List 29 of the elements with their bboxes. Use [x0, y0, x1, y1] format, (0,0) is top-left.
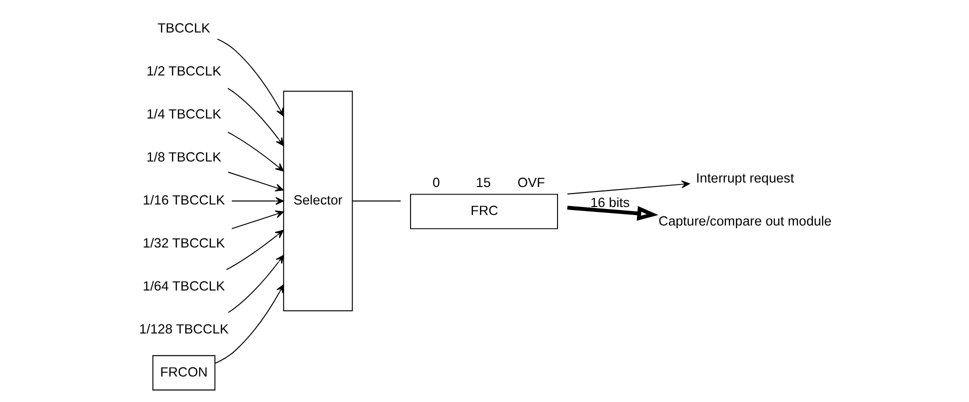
- node-box: FRC: [410, 194, 558, 230]
- node-box: FRCON: [152, 355, 215, 390]
- arrow: [230, 197, 284, 205]
- arrow: [230, 210, 284, 230]
- node-label: OVF: [516, 174, 544, 190]
- edge-label: 16 bits: [590, 194, 630, 210]
- arrow: [226, 230, 284, 270]
- node-text: 1/128 TBCCLK: [138, 321, 228, 336]
- arrow: [227, 172, 284, 192]
- node-label: 0: [432, 174, 440, 190]
- node-text: Capture/compare out module: [658, 214, 832, 229]
- node-text: 1/4 TBCCLK: [146, 106, 221, 122]
- arrow: [566, 180, 690, 194]
- node-text: TBCCLK: [157, 20, 210, 36]
- node-text: 1/64 TBCCLK: [142, 278, 224, 294]
- node-text: 1/8 TBCCLK: [146, 150, 221, 165]
- arrow: [214, 284, 284, 364]
- node-text: 1/32 TBCCLK: [142, 235, 224, 250]
- arrow: [226, 132, 284, 172]
- node-box: Selector: [282, 90, 352, 312]
- connector: [352, 200, 401, 202]
- node-label: 15: [475, 174, 490, 190]
- node-text: 1/16 TBCCLK: [142, 192, 224, 208]
- arrow: [566, 206, 658, 221]
- arrow: [226, 88, 284, 146]
- arrow: [227, 254, 284, 313]
- arrow: [216, 38, 284, 117]
- node-text: 1/2 TBCCLK: [146, 64, 221, 79]
- node-text: Interrupt request: [696, 170, 794, 186]
